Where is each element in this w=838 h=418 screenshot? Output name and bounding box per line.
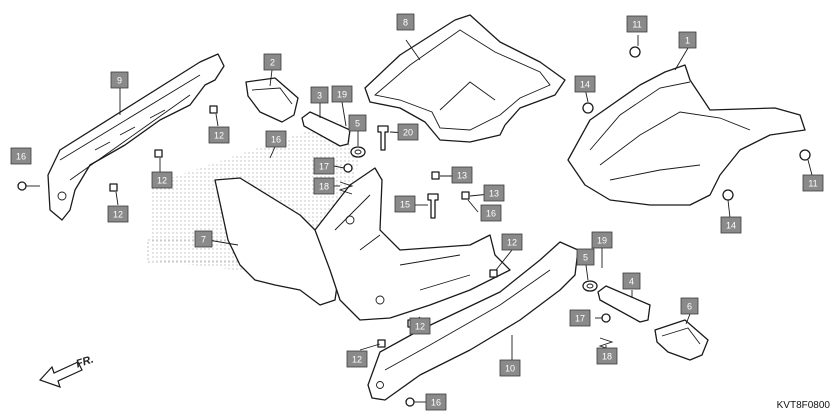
svg-text:17: 17 xyxy=(319,162,329,172)
front-direction-arrow-icon xyxy=(38,361,83,388)
svg-text:13: 13 xyxy=(457,171,467,181)
callout-3: 3 xyxy=(310,86,329,104)
callout-11b: 11 xyxy=(802,174,824,192)
part-6-step-cover xyxy=(654,319,709,361)
diagram-code: KVT8F0800 xyxy=(776,400,830,411)
svg-text:4: 4 xyxy=(629,277,634,287)
svg-text:12: 12 xyxy=(507,238,517,248)
callout-7: 7 xyxy=(194,230,213,248)
callout-12a: 12 xyxy=(208,126,230,144)
callout-13a: 13 xyxy=(451,166,473,184)
svg-text:15: 15 xyxy=(400,200,410,210)
callout-12e: 12 xyxy=(409,317,431,335)
callout-18a: 18 xyxy=(313,177,335,195)
svg-text:9: 9 xyxy=(117,76,122,86)
part-9-side-cover xyxy=(47,53,225,221)
svg-text:14: 14 xyxy=(580,80,590,90)
part-8-floor-mat xyxy=(364,14,566,143)
callout-16a: 16 xyxy=(10,147,32,165)
svg-text:12: 12 xyxy=(157,176,167,186)
part-4-bracket xyxy=(597,285,651,323)
callout-2: 2 xyxy=(263,53,282,71)
callout-5b: 5 xyxy=(576,248,595,266)
svg-text:16: 16 xyxy=(431,398,441,408)
svg-text:6: 6 xyxy=(687,302,692,312)
callout-15: 15 xyxy=(394,195,416,213)
callout-4: 4 xyxy=(622,272,641,290)
svg-text:11: 11 xyxy=(808,179,817,189)
callout-18b: 18 xyxy=(596,347,618,365)
callout-8: 8 xyxy=(396,13,415,31)
callout-5a: 5 xyxy=(348,114,367,132)
callout-9: 9 xyxy=(110,71,129,89)
svg-text:7: 7 xyxy=(201,235,206,245)
callout-17b: 17 xyxy=(569,309,591,327)
svg-text:17: 17 xyxy=(575,314,585,324)
svg-text:14: 14 xyxy=(726,221,736,231)
callout-20: 20 xyxy=(397,123,419,141)
svg-text:12: 12 xyxy=(214,131,224,141)
svg-text:20: 20 xyxy=(403,128,413,138)
part-2-grab-rail-cover xyxy=(245,77,299,123)
svg-text:16: 16 xyxy=(486,209,496,219)
callout-1: 1 xyxy=(678,31,697,49)
callout-19a: 19 xyxy=(331,85,353,103)
svg-text:19: 19 xyxy=(597,236,607,246)
svg-text:8: 8 xyxy=(403,18,408,28)
svg-text:16: 16 xyxy=(271,135,281,145)
callout-13b: 13 xyxy=(483,184,505,202)
svg-text:11: 11 xyxy=(632,20,641,30)
part-3-bracket xyxy=(301,111,351,147)
svg-text:18: 18 xyxy=(602,352,612,362)
svg-text:18: 18 xyxy=(319,182,329,192)
part-10-lower-cover xyxy=(367,241,579,401)
svg-text:19: 19 xyxy=(337,90,347,100)
svg-text:1: 1 xyxy=(685,36,690,46)
callouts: 1 2 3 4 5 5 6 7 8 9 10 11 11 12 12 12 12… xyxy=(10,13,824,411)
callout-19b: 19 xyxy=(591,231,613,249)
svg-text:3: 3 xyxy=(317,91,322,101)
callout-12b: 12 xyxy=(151,171,173,189)
svg-text:2: 2 xyxy=(270,58,275,68)
svg-text:16: 16 xyxy=(16,152,26,162)
leader-lines xyxy=(26,35,813,403)
callout-12d: 12 xyxy=(501,233,523,251)
svg-text:13: 13 xyxy=(489,189,499,199)
callout-14a: 14 xyxy=(574,75,596,93)
svg-text:5: 5 xyxy=(583,253,588,263)
callout-16d: 16 xyxy=(425,393,447,411)
svg-text:12: 12 xyxy=(113,210,123,220)
svg-text:12: 12 xyxy=(352,355,362,365)
callout-12c: 12 xyxy=(107,205,129,223)
callout-11a: 11 xyxy=(626,15,648,33)
callout-16c: 16 xyxy=(480,204,502,222)
callout-10: 10 xyxy=(499,359,521,377)
part-1-rear-cover xyxy=(567,64,806,206)
callout-16b: 16 xyxy=(265,130,287,148)
fasteners xyxy=(17,46,811,407)
svg-text:5: 5 xyxy=(355,119,360,129)
callout-17a: 17 xyxy=(313,157,335,175)
callout-12f: 12 xyxy=(346,350,368,368)
svg-text:12: 12 xyxy=(415,322,425,332)
part-7-under-cover xyxy=(214,167,511,321)
svg-text:10: 10 xyxy=(505,364,515,374)
callout-6: 6 xyxy=(680,297,699,315)
callout-14b: 14 xyxy=(720,216,742,234)
